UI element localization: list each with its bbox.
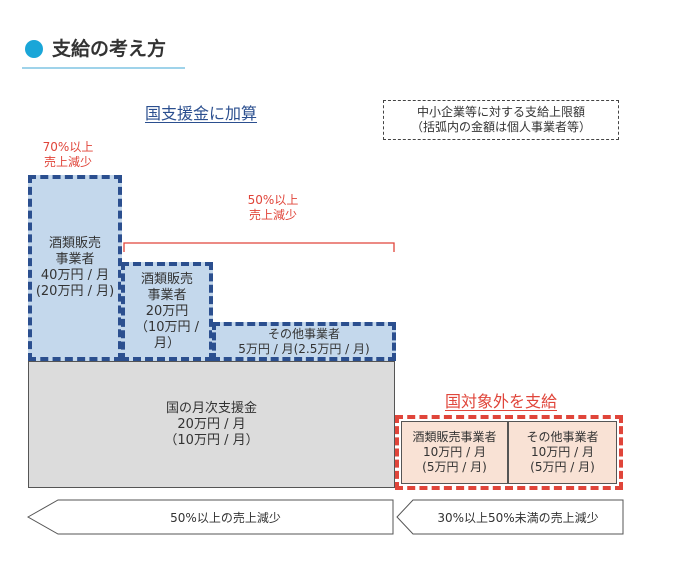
block-text: 事業者	[55, 252, 95, 267]
block-other-5man: その他事業者 5万円 / 月(2.5万円 / 月)	[212, 322, 396, 361]
arrow-over50	[26, 499, 394, 535]
label-kuni-taishogai: 国対象外を支給	[445, 392, 558, 411]
block-liquor-40man: 酒類販売 事業者 40万円 / 月 (20万円 / 月)	[28, 175, 122, 361]
block-text: 酒類販売	[48, 236, 101, 251]
label-70-line-2: 売上減少	[43, 155, 92, 169]
title-bullet-icon	[25, 40, 43, 58]
block-liquor-20man: 酒類販売 事業者 20万円 （10万円 / 月）	[121, 262, 213, 361]
arrow-range30-50	[396, 499, 624, 535]
block-text: (5万円 / 月)	[530, 460, 595, 474]
block-liquor-10man: 酒類販売事業者 10万円 / 月 (5万円 / 月)	[401, 421, 508, 484]
legend-box: 中小企業等に対する支給上限額 （括弧内の金額は個人事業者等）	[383, 100, 619, 140]
block-monthly-support: 国の月次支援金 20万円 / 月 （10万円 / 月）	[28, 361, 395, 488]
block-text: 事業者	[147, 287, 187, 303]
legend-line-1: 中小企業等に対する支給上限額	[416, 105, 585, 119]
block-other-10man: その他事業者 10万円 / 月 (5万円 / 月)	[508, 421, 617, 484]
block-text: その他事業者	[526, 430, 599, 444]
block-text: 10万円 / 月	[423, 445, 486, 459]
page-title: 支給の考え方	[52, 38, 167, 60]
block-text: （10万円 / 月）	[134, 319, 200, 351]
label-kuni-kasan: 国支援金に加算	[145, 104, 258, 123]
label-50-line-2: 売上減少	[248, 208, 297, 222]
block-text: 40万円 / 月	[40, 268, 110, 283]
outside-support-frame	[395, 415, 623, 490]
block-text: 酒類販売事業者	[412, 430, 497, 444]
title-underline	[22, 67, 185, 69]
arrow-range30-50-label: 30%以上50%未満の売上減少	[437, 510, 599, 525]
label-50-line-1: 50%以上	[247, 193, 299, 207]
label-70-percent: 70%以上 売上減少	[33, 140, 103, 170]
legend-line-2: （括弧内の金額は個人事業者等）	[410, 120, 591, 134]
block-text: 20万円 / 月	[177, 416, 246, 432]
block-text: (5万円 / 月)	[422, 460, 487, 474]
block-text: 5万円 / 月(2.5万円 / 月)	[238, 341, 370, 356]
block-text: （10万円 / 月）	[164, 432, 259, 448]
block-text: 20万円	[145, 303, 189, 319]
bracket-50	[123, 242, 395, 252]
block-text: 酒類販売	[140, 271, 193, 287]
label-50-percent: 50%以上 売上減少	[213, 193, 333, 223]
label-70-line-1: 70%以上	[42, 140, 94, 154]
block-text: その他事業者	[267, 326, 340, 341]
arrow-over50-label: 50%以上の売上減少	[170, 510, 281, 525]
block-text: 10万円 / 月	[531, 445, 594, 459]
block-text: 国の月次支援金	[165, 400, 257, 416]
block-text: (20万円 / 月)	[35, 284, 115, 299]
